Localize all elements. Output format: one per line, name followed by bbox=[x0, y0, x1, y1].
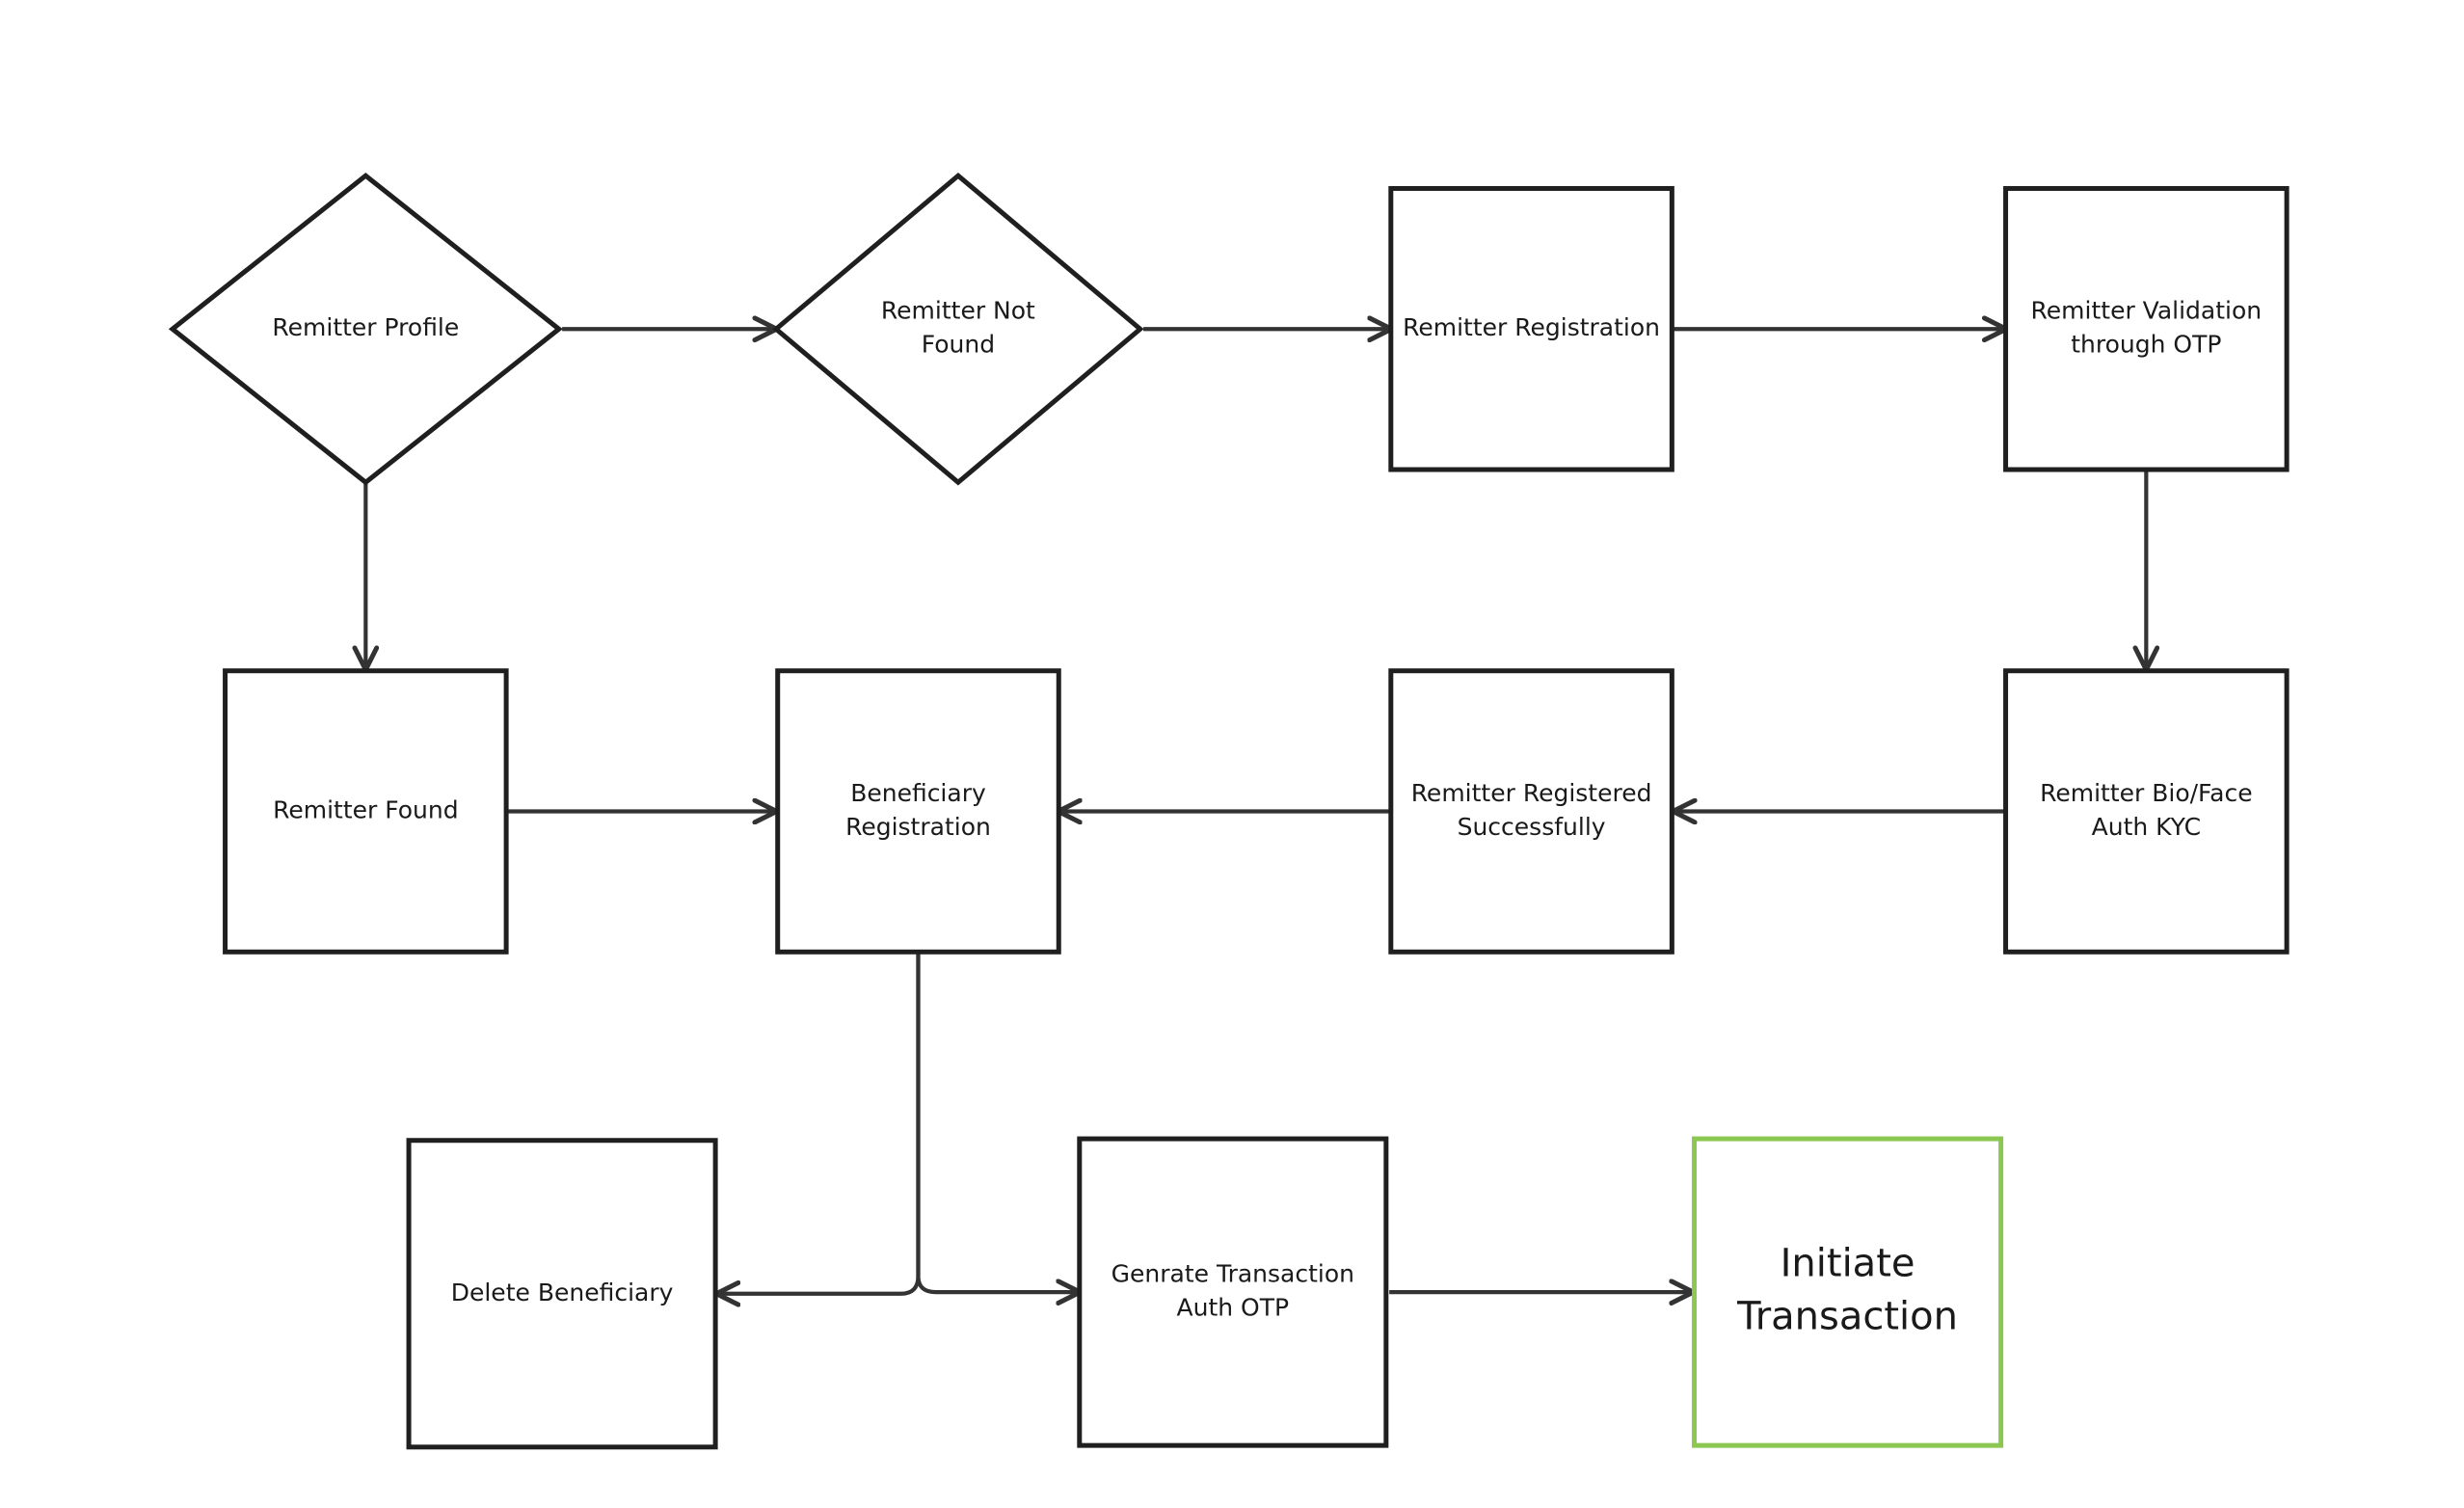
node-remitter-found[interactable]: Remitter Found bbox=[223, 668, 509, 955]
process-box bbox=[2003, 668, 2290, 955]
node-label-line: Auth KYC bbox=[2092, 813, 2201, 841]
node-label-line: Genrate Transaction bbox=[1111, 1260, 1354, 1288]
arrow-beneficiary-registration-to-generate-txn-otp bbox=[916, 953, 1078, 1292]
node-label-line: Found bbox=[922, 331, 995, 359]
arrow-beneficiary-registration-to-delete-beneficiary bbox=[718, 953, 921, 1294]
decision-diamond bbox=[772, 172, 1144, 486]
node-delete-beneficiary[interactable]: Delete Beneficiary bbox=[406, 1138, 718, 1450]
node-remitter-registration[interactable]: Remitter Registration bbox=[1388, 185, 1674, 472]
node-label-line: Remitter Found bbox=[273, 796, 458, 824]
node-remitter-validation-otp[interactable]: Remitter Validation through OTP bbox=[2003, 185, 2290, 472]
node-label-line: Beneficiary bbox=[850, 779, 986, 807]
node-label-line: Remitter Validation bbox=[2031, 297, 2263, 325]
node-label-line: Remitter Registration bbox=[1403, 313, 1660, 341]
node-label-line: Auth OTP bbox=[1177, 1294, 1290, 1322]
node-label-line: Initiate bbox=[1781, 1242, 1915, 1286]
node-label-line: through OTP bbox=[2071, 331, 2221, 359]
node-label-line: Remitter Not bbox=[881, 297, 1035, 325]
process-box bbox=[1388, 185, 1674, 472]
process-box bbox=[1077, 1136, 1389, 1448]
node-label-line: Remitter Profile bbox=[272, 313, 459, 341]
process-box bbox=[223, 668, 509, 955]
process-box bbox=[406, 1138, 718, 1450]
node-label-line: Registration bbox=[845, 813, 991, 841]
node-label-line: Remitter Registered bbox=[1411, 779, 1652, 807]
node-label-line: Remitter Bio/Face bbox=[2040, 779, 2252, 807]
process-box bbox=[775, 668, 1061, 955]
node-remitter-profile[interactable]: Remitter Profile bbox=[168, 173, 563, 486]
node-label-line: Delete Beneficiary bbox=[451, 1279, 674, 1306]
node-label-line: Successfully bbox=[1458, 813, 1606, 841]
process-box bbox=[1388, 668, 1674, 955]
process-box bbox=[2003, 185, 2290, 472]
decision-diamond bbox=[168, 173, 563, 486]
node-label-line: Transaction bbox=[1736, 1295, 1958, 1339]
connectors bbox=[365, 329, 2146, 1294]
process-box bbox=[1692, 1136, 2004, 1448]
